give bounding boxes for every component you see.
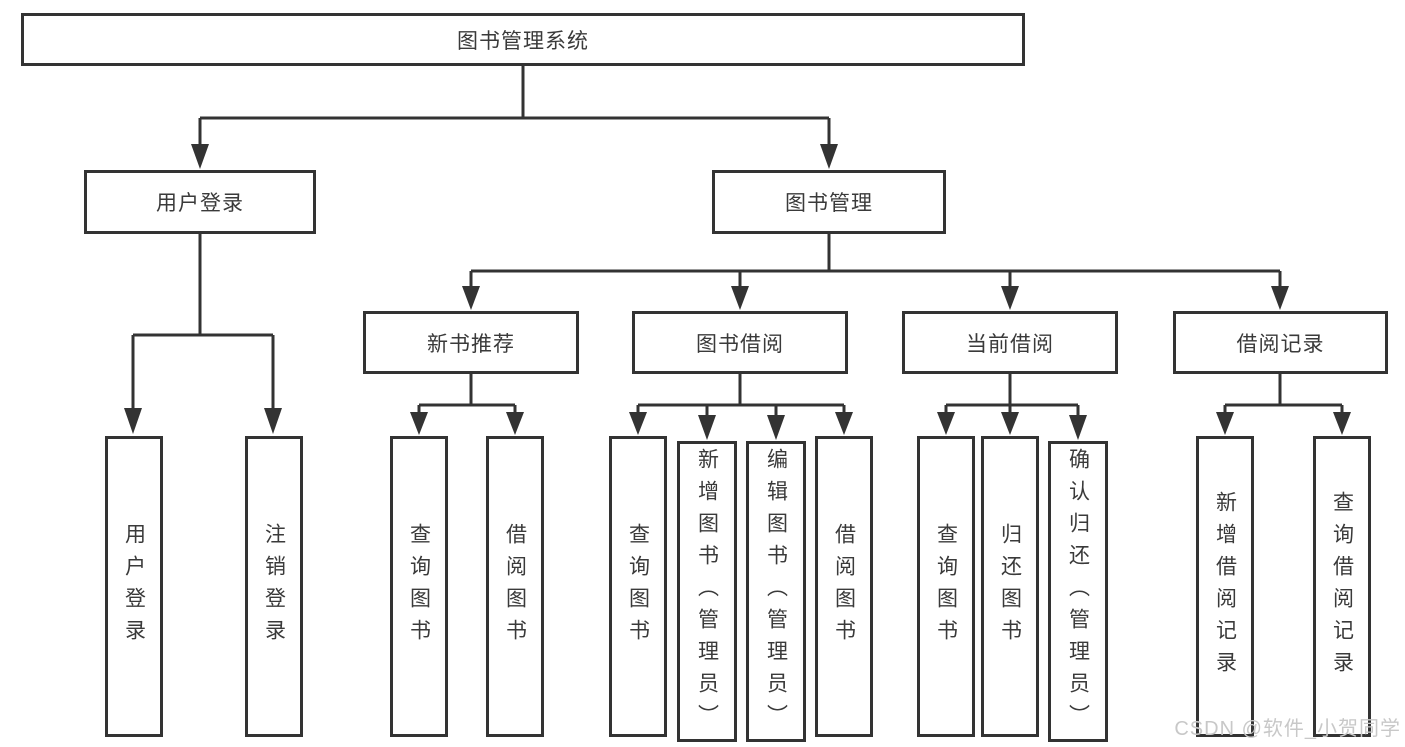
arrowhead	[462, 286, 480, 310]
arrowhead	[1069, 415, 1087, 440]
csdn-watermark: CSDN @软件_小贺同学	[1174, 718, 1401, 740]
node-new-book-recommend: 新书推荐	[363, 311, 579, 374]
arrowhead	[629, 412, 647, 435]
connector-borrow-to-leaves	[636, 374, 846, 417]
leaf-label: 查询图书	[407, 522, 431, 651]
leaf-confirm-return-admin: 确认归还（管理员）	[1048, 441, 1108, 742]
node-borrow-records: 借阅记录	[1173, 311, 1388, 374]
leaf-query-books-current: 查询图书	[917, 436, 975, 737]
connector-records-to-leaves	[1223, 374, 1344, 414]
arrowhead	[1001, 412, 1019, 435]
leaf-borrow-books-recommend: 借阅图书	[486, 436, 544, 737]
leaf-logout: 注销登录	[245, 436, 303, 737]
node-book-management: 图书管理	[712, 170, 946, 234]
arrowhead	[1001, 286, 1019, 310]
leaf-label: 借阅图书	[832, 522, 856, 651]
node-current-borrow: 当前借阅	[902, 311, 1118, 374]
leaf-label: 查询图书	[934, 522, 958, 651]
arrowhead	[1216, 412, 1234, 435]
arrowhead	[1333, 412, 1351, 435]
leaf-edit-book-admin: 编辑图书（管理员）	[746, 441, 806, 742]
leaf-label: 编辑图书（管理员）	[764, 447, 788, 736]
leaf-label: 查询图书	[626, 522, 650, 651]
leaf-user-login: 用户登录	[105, 436, 163, 737]
leaf-add-book-admin: 新增图书（管理员）	[677, 441, 737, 742]
arrowhead	[410, 412, 428, 435]
leaf-label: 确认归还（管理员）	[1066, 447, 1090, 736]
arrowhead	[698, 415, 716, 440]
leaf-query-books-borrow: 查询图书	[609, 436, 667, 737]
connector-root-to-level2	[198, 66, 831, 146]
arrowhead	[264, 408, 282, 434]
leaf-label: 借阅图书	[503, 522, 527, 651]
leaf-return-book: 归还图书	[981, 436, 1039, 737]
leaf-borrow-books: 借阅图书	[815, 436, 873, 737]
leaf-label: 注销登录	[262, 522, 286, 651]
leaf-query-borrow-record: 查询借阅记录	[1313, 436, 1371, 737]
leaf-query-books-recommend: 查询图书	[390, 436, 448, 737]
node-library-management-system: 图书管理系统	[21, 13, 1025, 66]
leaf-label: 查询借阅记录	[1330, 490, 1354, 683]
arrowhead	[506, 412, 524, 435]
connector-current-to-leaves	[944, 374, 1080, 417]
connector-management-to-level3	[469, 234, 1282, 288]
arrowhead	[124, 408, 142, 434]
leaf-label: 新增图书（管理员）	[695, 447, 719, 736]
leaf-add-borrow-record: 新增借阅记录	[1196, 436, 1254, 737]
arrowhead	[835, 412, 853, 435]
connector-login-to-leaves	[131, 234, 275, 410]
arrowhead	[191, 144, 209, 169]
connector-recommend-to-leaves	[417, 374, 517, 414]
node-book-borrow: 图书借阅	[632, 311, 848, 374]
arrowhead	[820, 144, 838, 169]
arrowhead	[767, 415, 785, 440]
arrowhead	[937, 412, 955, 435]
node-user-login: 用户登录	[84, 170, 316, 234]
leaf-label: 归还图书	[998, 522, 1022, 651]
arrowhead	[731, 286, 749, 310]
leaf-label: 新增借阅记录	[1213, 490, 1237, 683]
leaf-label: 用户登录	[122, 522, 146, 651]
arrowhead	[1271, 286, 1289, 310]
